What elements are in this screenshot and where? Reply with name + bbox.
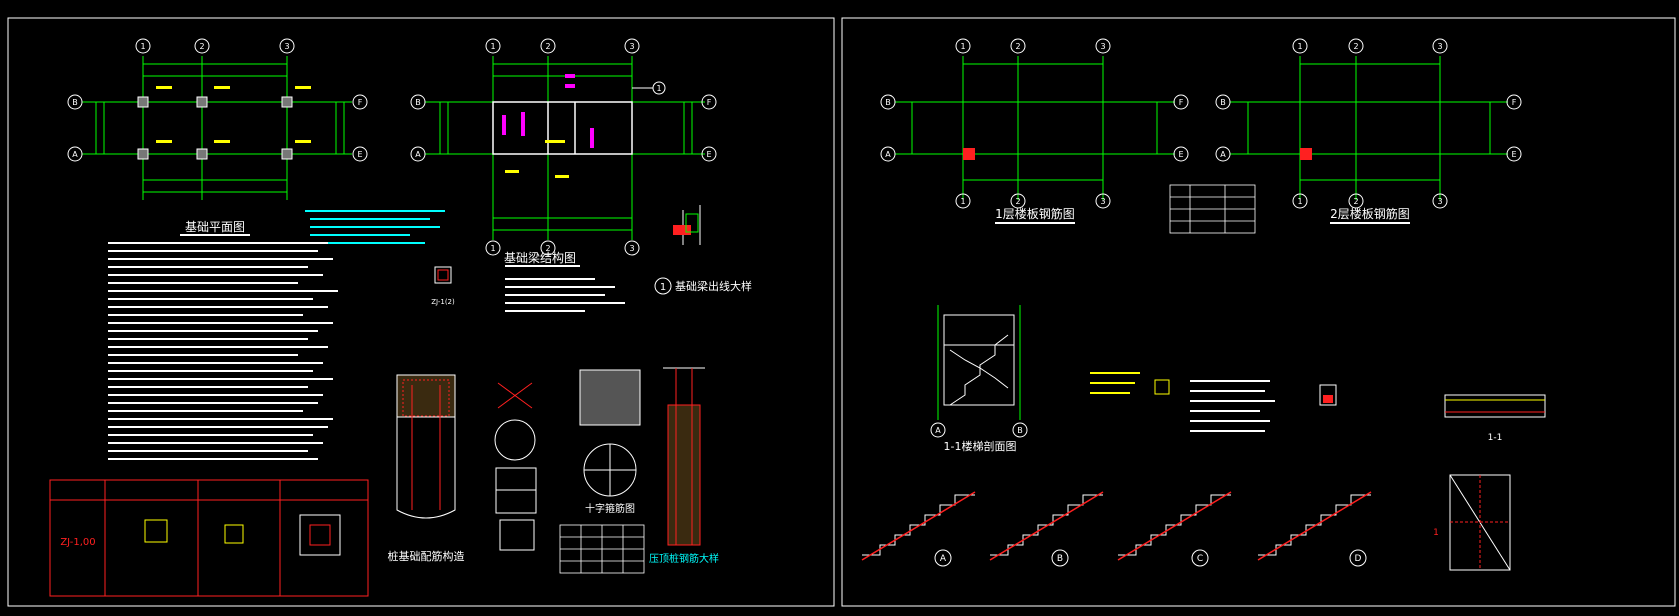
plan2-axis-b: B: [1220, 98, 1226, 107]
foundation-axis-f: F: [358, 98, 363, 107]
plan1-axis-e: E: [1178, 150, 1183, 159]
beam-axis-3-bottom: 3: [629, 244, 634, 253]
beam-detail-tag: 1: [656, 84, 661, 93]
beam-axis-1-top: 1: [490, 42, 495, 51]
stair-type-c: C: [1197, 554, 1203, 564]
sheet-frames: [7, 17, 1676, 607]
stair-types: A B C D: [861, 491, 1372, 567]
plan1-axis-2-top: 2: [1015, 42, 1020, 51]
foundation-axis-1: 1: [140, 42, 145, 51]
stair-type-b: B: [1057, 554, 1063, 564]
pile-table-code: ZJ-1,00: [60, 537, 95, 548]
detail-1-title: 基础梁出线大样: [675, 279, 752, 293]
stair-type-a: A: [940, 554, 947, 564]
plan2-axis-2-top: 2: [1353, 42, 1358, 51]
foundation-axis-2: 2: [199, 42, 204, 51]
stair-notes: [1090, 372, 1337, 432]
stair-axis-b: B: [1017, 426, 1023, 435]
pile-detail-title: 桩基础配筋构造: [388, 549, 465, 563]
beam-plan-title: 基础梁结构图: [504, 250, 576, 265]
cyan-notes: [305, 210, 445, 244]
pile-detail: 桩基础配筋构造: [388, 374, 465, 563]
plan1-axis-1-top: 1: [960, 42, 965, 51]
pile-circle-section: [494, 382, 537, 551]
detail-1: 1 基础梁出线大样: [654, 205, 752, 295]
plan2-axis-f: F: [1512, 98, 1517, 107]
beam-axis-e: E: [706, 150, 711, 159]
beam-axis-b: B: [415, 98, 421, 107]
floor-plan-2: 1 2 3 1 2 3 B A F E 2层楼板钢筋图: [1215, 38, 1522, 224]
foundation-axis-e: E: [357, 150, 362, 159]
column-detail: ZJ-1(2): [431, 266, 455, 306]
pile-table: ZJ-1,00: [49, 479, 369, 597]
beam-axis-2-top: 2: [545, 42, 550, 51]
plan2-axis-2-bottom: 2: [1353, 197, 1358, 206]
beam-notes: [505, 278, 625, 312]
stair-section: A B 1-1楼梯剖面图: [930, 305, 1028, 453]
plan2-title: 2层楼板钢筋图: [1330, 206, 1410, 221]
foundation-plan-title: 基础平面图: [185, 220, 245, 234]
cross-section-title: 十字箍筋图: [585, 502, 635, 515]
cross-section: 十字箍筋图: [559, 369, 645, 574]
pile-top-title: 压顶桩钢筋大样: [649, 552, 719, 565]
plan1-axis-f: F: [1179, 98, 1184, 107]
plan1-axis-3-top: 3: [1100, 42, 1105, 51]
plan1-axis-3-bottom: 3: [1100, 197, 1105, 206]
stair-axis-a: A: [935, 426, 941, 435]
beam-axis-f: F: [707, 98, 712, 107]
plan2-axis-3-bottom: 3: [1437, 197, 1442, 206]
detail-1-number: 1: [660, 282, 666, 293]
plan1-axis-2-bottom: 2: [1015, 197, 1020, 206]
beam-axis-3-top: 3: [629, 42, 634, 51]
plan1-axis-a: A: [885, 150, 891, 159]
beam-axis-2-bottom: 2: [545, 244, 550, 253]
right-table: [1169, 184, 1256, 234]
plan2-axis-e: E: [1511, 150, 1516, 159]
stair-plan-axis: 1: [1433, 528, 1439, 538]
plan1-axis-b: B: [885, 98, 891, 107]
left-notes: [108, 242, 338, 460]
plan1-title: 1层楼板钢筋图: [995, 206, 1075, 221]
foundation-axis-b: B: [72, 98, 78, 107]
plan2-axis-1-bottom: 1: [1297, 197, 1302, 206]
column-label: ZJ-1(2): [431, 298, 455, 306]
stair-section-title: 1-1楼梯剖面图: [944, 439, 1017, 453]
section-1-1: 1-1: [1444, 394, 1546, 443]
stair-type-d: D: [1355, 554, 1362, 564]
beam-axis-a: A: [415, 150, 421, 159]
foundation-axis-a: A: [72, 150, 78, 159]
plan1-axis-1-bottom: 1: [960, 197, 965, 206]
plan2-axis-1-top: 1: [1297, 42, 1302, 51]
plan2-axis-a: A: [1220, 150, 1226, 159]
foundation-axis-3: 3: [284, 42, 289, 51]
beam-plan: 1 2 3 1 2 3 B A F E 1 基础梁结构图: [410, 38, 717, 267]
pile-top-detail: 压顶桩钢筋大样: [649, 367, 719, 565]
section-1-1-label: 1-1: [1488, 433, 1503, 443]
beam-axis-1-bottom: 1: [490, 244, 495, 253]
floor-plan-1: 1 2 3 1 2 3 B A F E 1层楼板钢筋图: [880, 38, 1189, 224]
stair-plan-detail: 1: [1433, 474, 1511, 571]
foundation-plan: 1 2 3 B A F E 基础平面图: [67, 38, 368, 236]
plan2-axis-3-top: 3: [1437, 42, 1442, 51]
